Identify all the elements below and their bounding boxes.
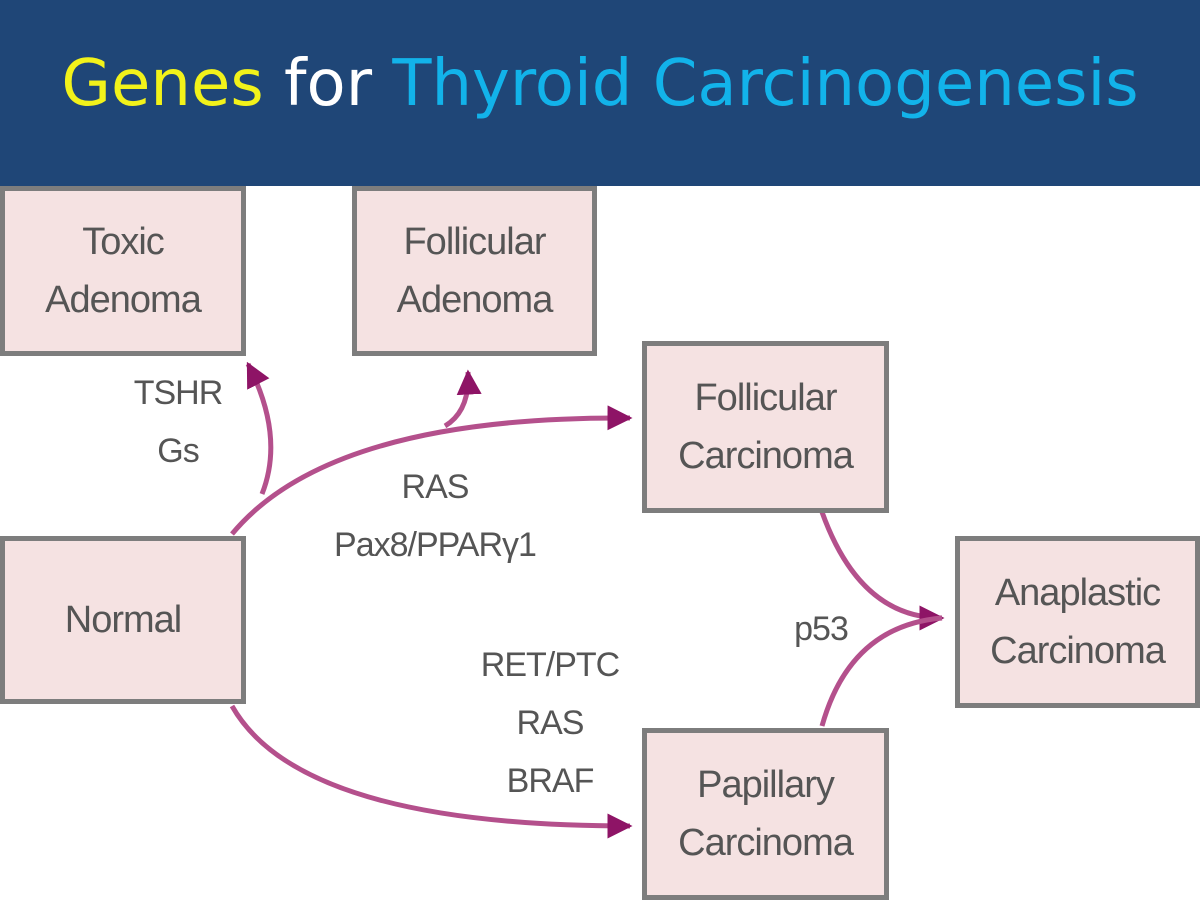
title-subject: Thyroid Carcinogenesis [392,47,1139,121]
p53-label: p53 [776,600,866,658]
gene-braf: BRAF [506,762,595,800]
gene-gs: Gs [157,432,199,470]
follicular-adenoma-line2: Adenoma [396,279,554,321]
follicular-adenoma-box: Follicular Adenoma [352,186,597,356]
anaplastic-carcinoma-line2: Carcinoma [990,630,1166,672]
carcinogenesis-diagram: Toxic Adenoma Follicular Adenoma Follicu… [0,186,1200,900]
follicular-genes: RAS Pax8/PPARγ1 [320,458,550,574]
follicular-carcinoma-line1: Follicular [694,377,837,419]
arrow-normal-to-toxic-adenoma [245,361,274,495]
follicular-carcinoma-line2: Carcinoma [678,435,854,477]
anaplastic-carcinoma-box: Anaplastic Carcinoma [955,536,1200,708]
gene-pax8-pparg1: Pax8/PPARγ1 [334,526,537,564]
slide-title: Genes for Thyroid Carcinogenesis [0,44,1200,124]
arrow-normal-to-follicular-carcinoma [230,405,633,536]
toxic-adenoma-box: Toxic Adenoma [0,186,246,356]
papillary-genes: RET/PTC RAS BRAF [470,636,630,810]
title-word-for: for [284,47,372,121]
normal-label: Normal [64,599,182,641]
gene-tshr: TSHR [133,374,224,412]
anaplastic-carcinoma-line1: Anaplastic [994,572,1161,614]
title-bar: Genes for Thyroid Carcinogenesis [0,0,1200,186]
arrows-layer [229,361,945,839]
gene-ras-papillary: RAS [516,704,585,742]
arrow-normal-to-papillary-carcinoma [229,704,633,839]
follicular-carcinoma-box: Follicular Carcinoma [642,341,889,513]
papillary-carcinoma-box: Papillary Carcinoma [642,728,889,900]
papillary-carcinoma-line1: Papillary [697,764,835,806]
arrow-follicular-to-anaplastic [819,511,945,631]
arrow-to-follicular-adenoma [443,369,482,429]
gene-p53: p53 [794,610,849,648]
normal-box: Normal [0,536,246,704]
gene-ras-follicular: RAS [401,468,470,506]
follicular-adenoma-line1: Follicular [403,221,546,263]
toxic-adenoma-genes: TSHR Gs [128,364,228,480]
gene-ret-ptc: RET/PTC [480,646,620,684]
toxic-adenoma-line2: Adenoma [45,279,202,321]
papillary-carcinoma-line2: Carcinoma [678,822,854,864]
arrow-papillary-to-anaplastic [819,615,943,727]
title-word-genes: Genes [61,47,264,121]
toxic-adenoma-line1: Toxic [82,221,165,263]
